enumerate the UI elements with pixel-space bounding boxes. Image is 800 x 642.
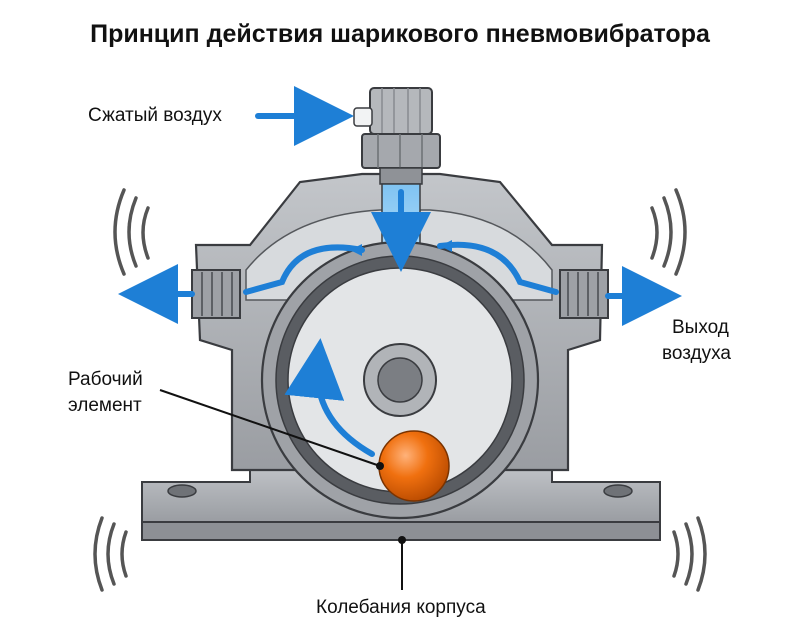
outlet-port-right bbox=[559, 269, 609, 319]
label-vibration: Колебания корпуса bbox=[316, 597, 486, 618]
label-element-2: элемент bbox=[68, 395, 142, 416]
diagram-title: Принцип действия шарикового пневмовибрат… bbox=[90, 20, 710, 48]
label-air-out-2: воздуха bbox=[662, 343, 731, 364]
element-leader-line bbox=[159, 389, 381, 467]
working-ball bbox=[378, 430, 450, 502]
air-flow-arrow-icon bbox=[243, 244, 365, 295]
label-air-out-1: Выход bbox=[672, 317, 729, 338]
air-flow-arrows bbox=[118, 86, 682, 457]
mount-hole-right bbox=[603, 484, 633, 498]
air-flow-arrow-icon bbox=[437, 241, 559, 295]
mount-hole-left bbox=[167, 484, 197, 498]
center-hub bbox=[363, 343, 437, 417]
outlet-port-left bbox=[191, 269, 241, 319]
vibration-waves-icon bbox=[93, 188, 707, 592]
label-element-1: Рабочий bbox=[68, 369, 143, 390]
label-air-in: Сжатый воздух bbox=[88, 105, 222, 126]
inlet-fitting bbox=[353, 87, 441, 185]
air-flow-arrow-icon bbox=[284, 338, 375, 457]
